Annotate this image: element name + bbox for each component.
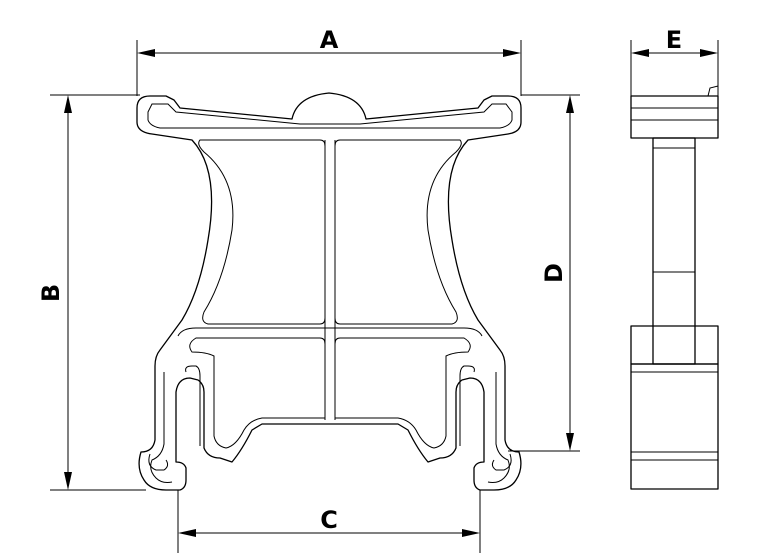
dimension-c: C (177, 490, 481, 553)
side-view (630, 85, 719, 490)
side-view-stem (652, 137, 696, 365)
front-view-right-leg-inner (487, 372, 510, 483)
front-view-inner-wall (147, 103, 513, 129)
side-view-base (630, 363, 719, 490)
front-view-upper-right-pocket (334, 139, 462, 325)
dimension-e-label: E (666, 26, 682, 54)
dimension-d-label: D (540, 263, 568, 283)
dimension-lines: A B C D (37, 26, 719, 553)
side-view-top-block (630, 95, 719, 139)
dimension-c-label: C (320, 506, 338, 534)
front-view-right-inner-leg (459, 365, 475, 446)
front-view (136, 92, 522, 491)
dimension-a: A (136, 26, 522, 96)
front-view-middle-bar (177, 327, 483, 337)
front-view-left-leg-inner (150, 372, 173, 483)
front-view-left-hook (148, 453, 169, 471)
front-view-upper-left-pocket (198, 139, 326, 325)
dimension-b: B (37, 94, 146, 491)
dimension-b-label: B (37, 284, 65, 302)
dimension-d: D (508, 94, 580, 452)
side-view-shoulder (630, 325, 719, 365)
front-view-outer-profile (136, 92, 522, 491)
front-view-left-inner-leg (185, 365, 201, 446)
front-view-lower-right-pocket (334, 337, 471, 449)
front-view-right-hook (491, 453, 512, 471)
dimension-a-label: A (320, 26, 339, 54)
side-view-top-tab (707, 85, 719, 97)
front-view-lower-left-pocket (189, 337, 326, 449)
dimension-e: E (630, 26, 719, 96)
